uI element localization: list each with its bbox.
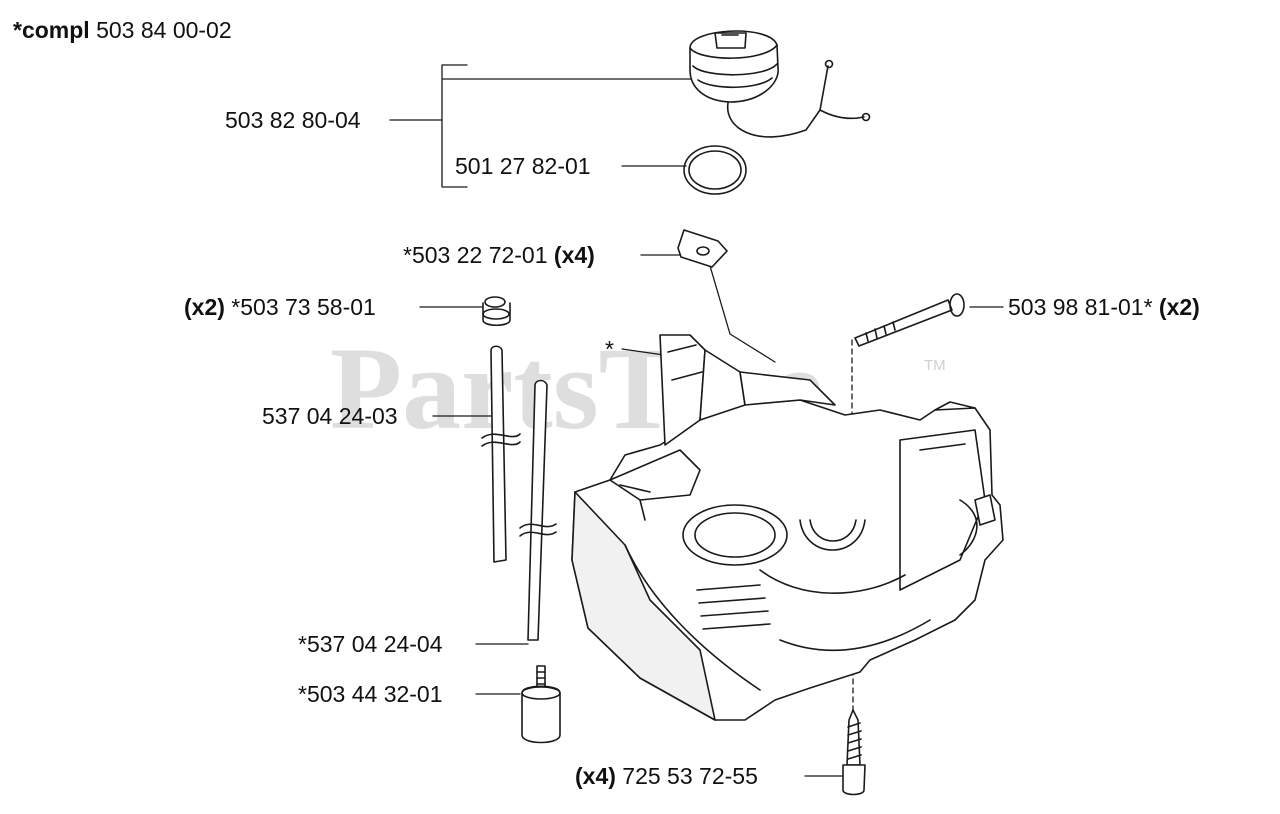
label-o-ring: 501 27 82-01 — [455, 153, 591, 179]
header-prefix: *compl — [13, 17, 90, 43]
watermark-tm: TM — [924, 357, 946, 374]
label-bolt: 503 98 81-01* (x2) — [1008, 296, 1200, 319]
label-bolt-qty: (x2) — [1158, 294, 1200, 320]
label-hose-1: 537 04 24-03 — [262, 403, 398, 429]
label-plate-number: *503 22 72-01 — [403, 242, 548, 268]
grommet-drawing — [482, 296, 511, 327]
label-filter: *503 44 32-01 — [298, 681, 443, 707]
screw-drawing — [842, 709, 866, 796]
label-grommet: (x2) *503 73 58-01 — [184, 296, 376, 319]
label-screw: (x4) 725 53 72-55 — [575, 765, 758, 788]
label-plate: *503 22 72-01 (x4) — [403, 244, 595, 267]
label-plate-qty: (x4) — [553, 242, 595, 268]
tank-drawing — [571, 334, 1004, 721]
label-hose-2: *537 04 24-04 — [298, 631, 443, 657]
label-grommet-number: *503 73 58-01 — [231, 294, 376, 320]
filter-drawing — [521, 665, 561, 744]
hose-1-drawing — [481, 345, 521, 563]
label-asterisk: * — [605, 336, 614, 362]
label-grommet-qty: (x2) — [184, 294, 225, 320]
header-number: 503 84 00-02 — [96, 17, 232, 43]
oil-cap-drawing — [689, 30, 871, 138]
label-bolt-number: 503 98 81-01* — [1008, 294, 1153, 320]
hose-2-drawing — [519, 379, 557, 641]
plate-drawing — [677, 229, 728, 268]
o-ring-drawing — [683, 145, 747, 195]
label-cap-assembly: 503 82 80-04 — [225, 107, 361, 133]
label-screw-number: 725 53 72-55 — [622, 763, 758, 789]
bolt-drawing — [854, 293, 965, 347]
header-label: *compl 503 84 00-02 — [13, 19, 232, 42]
label-screw-qty: (x4) — [575, 763, 616, 789]
